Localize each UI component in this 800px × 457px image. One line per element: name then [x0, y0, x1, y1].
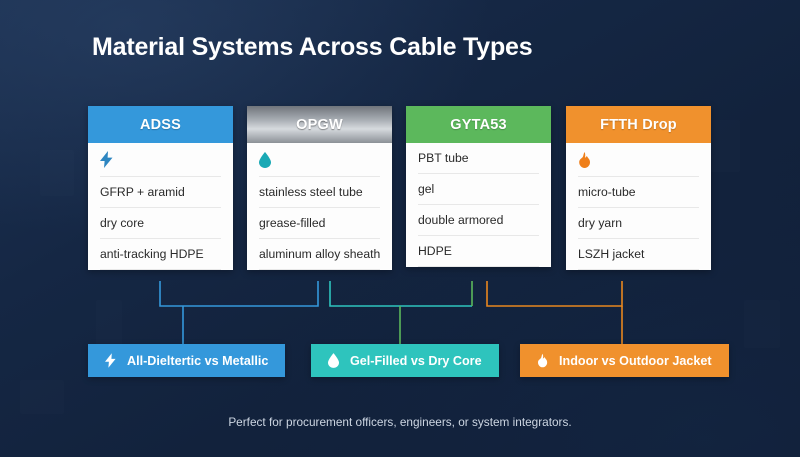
water-drop-icon: [328, 353, 339, 368]
card-adss-icon-row: [100, 143, 221, 177]
card-opgw-body: stainless steel tube grease-filled alumi…: [247, 143, 392, 270]
connector-gyta53-ftth: [486, 281, 623, 307]
card-adss-header: ADSS: [88, 106, 233, 143]
bolt-icon: [100, 151, 113, 168]
card-ftth-drop-icon-row: [578, 143, 699, 177]
card-ftth-drop-body: micro-tube dry yarn LSZH jacket: [566, 143, 711, 270]
card-opgw-row: aluminum alloy sheath: [259, 239, 380, 270]
card-ftth-drop: FTTH Drop micro-tube dry yarn LSZH jacke…: [566, 106, 711, 270]
badge-label: Gel-Filled vs Dry Core: [350, 353, 482, 368]
card-opgw-icon-row: [259, 143, 380, 177]
card-gyta53-row: PBT tube: [418, 143, 539, 174]
card-opgw: OPGW stainless steel tube grease-filled …: [247, 106, 392, 270]
card-ftth-drop-row: LSZH jacket: [578, 239, 699, 270]
card-adss-body: GFRP + aramid dry core anti-tracking HDP…: [88, 143, 233, 270]
card-adss: ADSS GFRP + aramid dry core anti-trackin…: [88, 106, 233, 270]
badge-label: All-Dieltertic vs Metallic: [127, 353, 269, 368]
card-gyta53: GYTA53 PBT tube gel double armored HDPE: [406, 106, 551, 267]
footer-caption: Perfect for procurement officers, engine…: [228, 415, 572, 429]
card-gyta53-row: double armored: [418, 205, 539, 236]
card-opgw-header: OPGW: [247, 106, 392, 143]
card-gyta53-row: HDPE: [418, 236, 539, 267]
card-adss-row: GFRP + aramid: [100, 177, 221, 208]
card-gyta53-header: GYTA53: [406, 106, 551, 143]
connector-opgw-to-badge2: [329, 281, 472, 307]
card-adss-row: dry core: [100, 208, 221, 239]
bolt-icon: [105, 353, 116, 368]
badge-label: Indoor vs Outdoor Jacket: [559, 353, 712, 368]
flame-icon: [578, 151, 591, 168]
badge-all-dieltertic-vs-metallic[interactable]: All-Dieltertic vs Metallic: [88, 344, 286, 377]
card-opgw-row: stainless steel tube: [259, 177, 380, 208]
card-gyta53-body: PBT tube gel double armored HDPE: [406, 143, 551, 267]
page-title: Material Systems Across Cable Types: [92, 33, 533, 61]
card-ftth-drop-row: micro-tube: [578, 177, 699, 208]
badge-gel-filled-vs-dry-core[interactable]: Gel-Filled vs Dry Core: [311, 344, 499, 377]
card-ftth-drop-row: dry yarn: [578, 208, 699, 239]
water-drop-icon: [259, 151, 271, 168]
card-ftth-drop-header: FTTH Drop: [566, 106, 711, 143]
connector-adss-opgw: [159, 281, 319, 307]
card-opgw-row: grease-filled: [259, 208, 380, 239]
flame-icon: [537, 353, 548, 368]
badge-indoor-vs-outdoor-jacket[interactable]: Indoor vs Outdoor Jacket: [520, 344, 729, 377]
card-adss-row: anti-tracking HDPE: [100, 239, 221, 270]
card-gyta53-row: gel: [418, 174, 539, 205]
